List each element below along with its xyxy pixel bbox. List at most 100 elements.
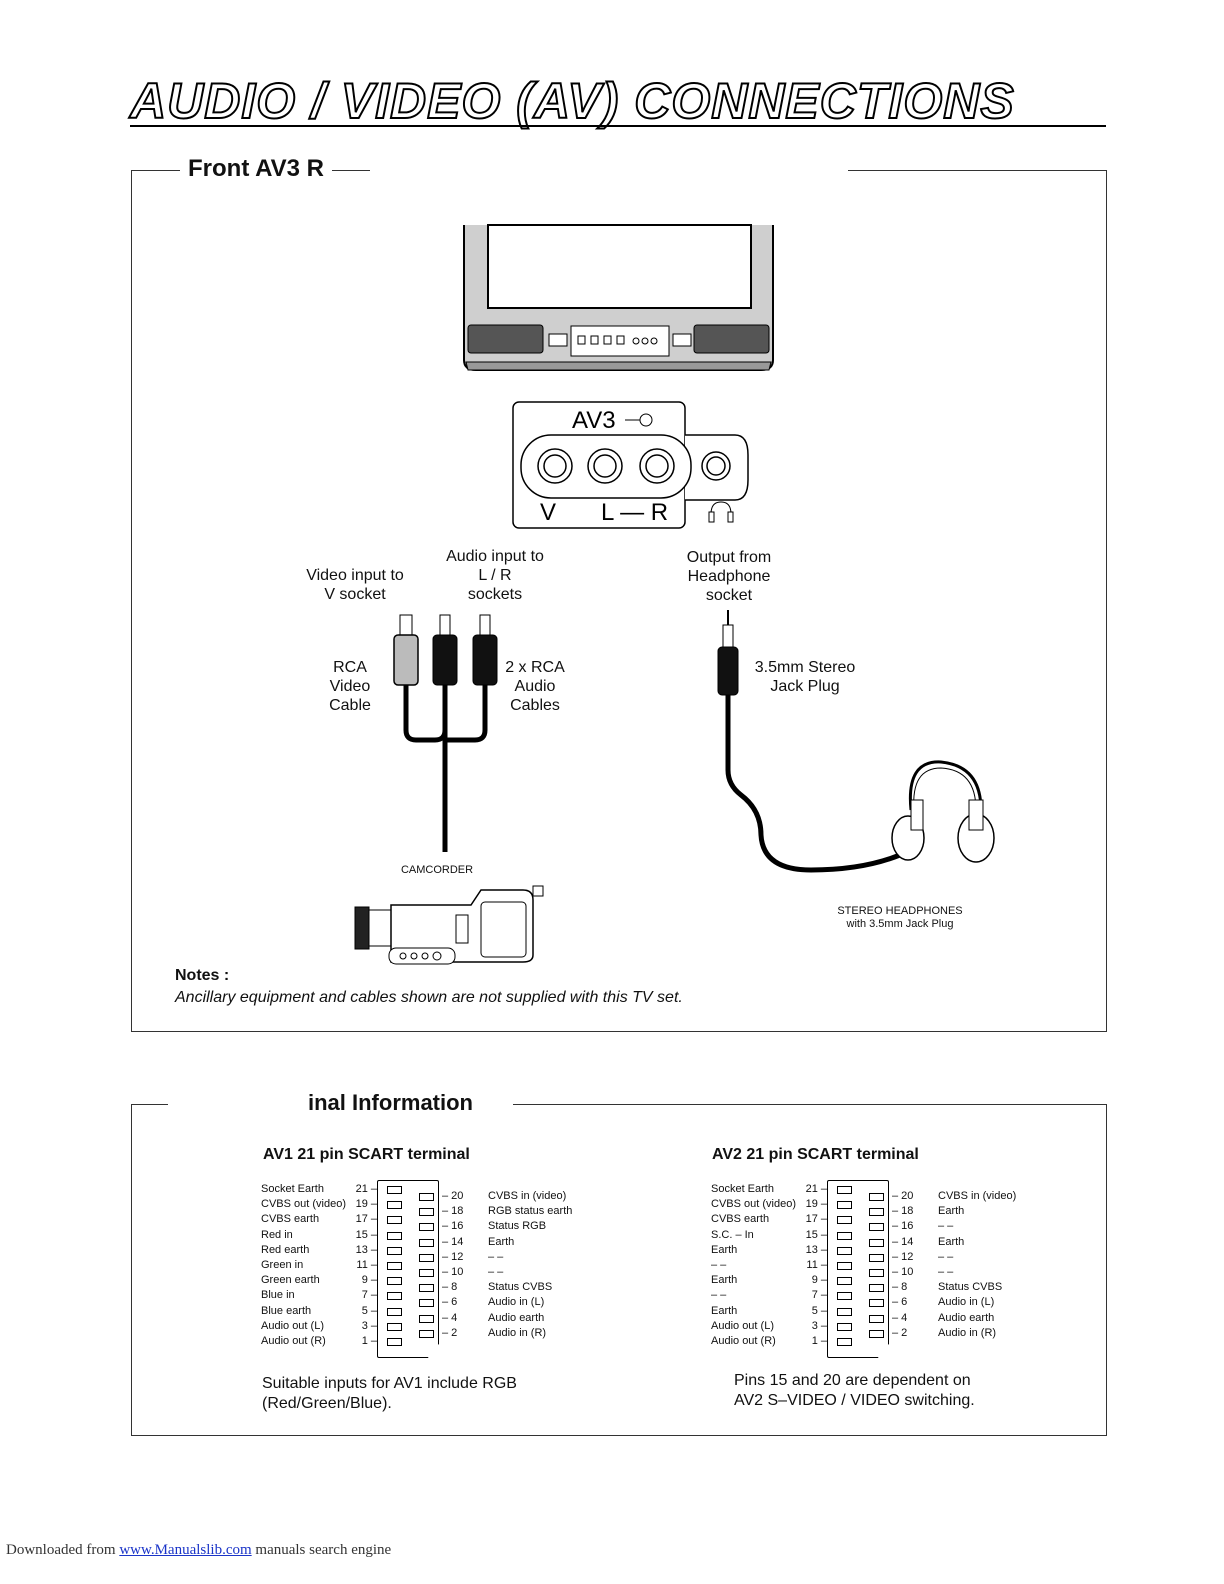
pin-label: Audio in (R) <box>938 1326 997 1339</box>
pin-label: S.C. – In <box>711 1228 754 1241</box>
pin-label: Audio out (L) <box>261 1319 324 1332</box>
pin-label: Red in <box>261 1228 293 1241</box>
scart-pin-slot <box>869 1238 884 1247</box>
pin-number: – 20 <box>442 1190 464 1202</box>
rca-video-cable-label: RCA Video Cable <box>329 659 371 714</box>
pin-number: – 8 <box>442 1281 458 1294</box>
scart-pin-slot <box>419 1299 434 1308</box>
scart-pin-slot <box>387 1338 402 1346</box>
footer: Downloaded from www.Manualslib.com manua… <box>6 1542 391 1559</box>
av3-socket-panel <box>512 401 749 529</box>
pin-label: – – <box>938 1250 954 1263</box>
scart-pin-slot <box>869 1193 884 1201</box>
scart-pin-slot <box>387 1262 402 1270</box>
av1-caption: Suitable inputs for AV1 include RGB (Red… <box>262 1375 517 1412</box>
scart-pin-slot <box>837 1338 852 1346</box>
pin-label: – – <box>488 1266 504 1278</box>
pin-label: CVBS in (video) <box>938 1190 1017 1202</box>
rca-audio-cables-label: 2 x RCA Audio Cables <box>505 659 565 714</box>
pin-number: 9 – <box>361 1274 377 1287</box>
scart-pin-slot <box>387 1231 402 1240</box>
pin-number: 11 – <box>356 1259 377 1271</box>
scart-pin-slot <box>837 1201 852 1210</box>
socket-v-label: V <box>540 499 556 526</box>
scart-pin-slot <box>869 1299 884 1308</box>
pin-label: Blue earth <box>261 1304 312 1317</box>
pin-number: – 18 <box>892 1205 914 1218</box>
pin-label: Red earth <box>261 1243 310 1256</box>
scart-pin-slot <box>837 1231 852 1240</box>
av-connection-diagram: AV3 V L — R <box>354 224 995 965</box>
pin-label: Earth <box>938 1235 965 1248</box>
title-rule <box>130 125 1106 127</box>
pin-number: – 6 <box>442 1296 458 1309</box>
scart-pin-slot <box>869 1223 884 1232</box>
pin-number: – 20 <box>892 1190 914 1202</box>
av3-panel-label: AV3 <box>572 407 616 434</box>
pin-label: Blue in <box>261 1289 295 1302</box>
scart-pin-slot <box>869 1253 884 1262</box>
pin-label: Audio earth <box>938 1311 995 1324</box>
scart-pin-slot <box>837 1262 852 1270</box>
pin-number: 3 – <box>361 1319 377 1332</box>
socket-lr-label: L — R <box>601 499 668 526</box>
rca-cables <box>393 614 498 852</box>
pin-label: Audio out (R) <box>261 1335 326 1347</box>
pin-number: 21 – <box>805 1183 827 1195</box>
pin-number: – 16 <box>892 1220 914 1233</box>
scart-pin-slot <box>387 1307 402 1316</box>
scart-pin-slot <box>387 1246 402 1255</box>
headphone-output-label: Output from Headphone socket <box>686 549 772 604</box>
pin-number: 13 – <box>355 1243 377 1256</box>
notes-heading: Notes : <box>175 967 230 984</box>
pin-label: Earth <box>711 1243 738 1256</box>
pin-number: – 2 <box>892 1326 908 1339</box>
pin-number: 19 – <box>805 1198 827 1211</box>
pin-label: Status RGB <box>488 1220 547 1233</box>
scart-pin-slot <box>419 1284 434 1293</box>
pin-number: – 10 <box>442 1266 464 1278</box>
pin-number: – 10 <box>892 1266 914 1278</box>
pin-label: Earth <box>711 1274 738 1287</box>
jack-and-headphones <box>717 610 995 873</box>
pin-label: Audio in (R) <box>488 1326 547 1339</box>
pin-number: 1 – <box>361 1335 377 1347</box>
scart-pin-slot <box>387 1186 402 1194</box>
pin-number: 11 – <box>806 1259 827 1271</box>
pin-label: – – <box>711 1289 727 1302</box>
pin-label: CVBS in (video) <box>488 1190 567 1202</box>
pin-label: Audio out (L) <box>711 1319 774 1332</box>
pin-label: Audio in (L) <box>488 1296 545 1309</box>
pin-label: Audio out (R) <box>711 1335 776 1347</box>
pin-label: Earth <box>711 1304 738 1317</box>
pin-label: Earth <box>938 1205 965 1218</box>
scart-pin-slot <box>419 1193 434 1201</box>
footer-suffix: manuals search engine <box>251 1542 392 1558</box>
pin-number: 7 – <box>361 1289 377 1302</box>
scart-pin-slot <box>837 1216 852 1225</box>
page-title: AUDIO / VIDEO (AV) CONNECTIONS <box>129 72 1015 130</box>
pin-label: – – <box>938 1266 954 1278</box>
camcorder-label: CAMCORDER <box>400 864 474 876</box>
scart-pin-slot <box>837 1277 852 1286</box>
pin-number: – 14 <box>892 1235 914 1248</box>
scart-pin-slot <box>837 1186 852 1194</box>
pin-label: Green earth <box>261 1274 320 1287</box>
notes-text: Ancillary equipment and cables shown are… <box>175 989 683 1006</box>
scart-pin-slot <box>837 1292 852 1301</box>
camcorder-illustration <box>354 885 544 965</box>
pin-number: – 16 <box>442 1220 464 1233</box>
pin-number: – 18 <box>442 1205 464 1218</box>
pin-label: CVBS out (video) <box>261 1198 346 1211</box>
scart-pin-slot <box>837 1307 852 1316</box>
pin-label: Earth <box>488 1235 515 1248</box>
scart-pin-slot <box>869 1269 884 1277</box>
pin-label: Socket Earth <box>711 1183 774 1195</box>
scart-pin-slot <box>387 1201 402 1210</box>
pin-label: Audio in (L) <box>938 1296 995 1309</box>
footer-link[interactable]: www.Manualslib.com <box>119 1542 252 1558</box>
scart-pin-slot <box>419 1329 434 1338</box>
pin-label: – – <box>488 1250 504 1263</box>
front-title-gap-cover <box>370 166 848 174</box>
scart-pin-slot <box>419 1253 434 1262</box>
